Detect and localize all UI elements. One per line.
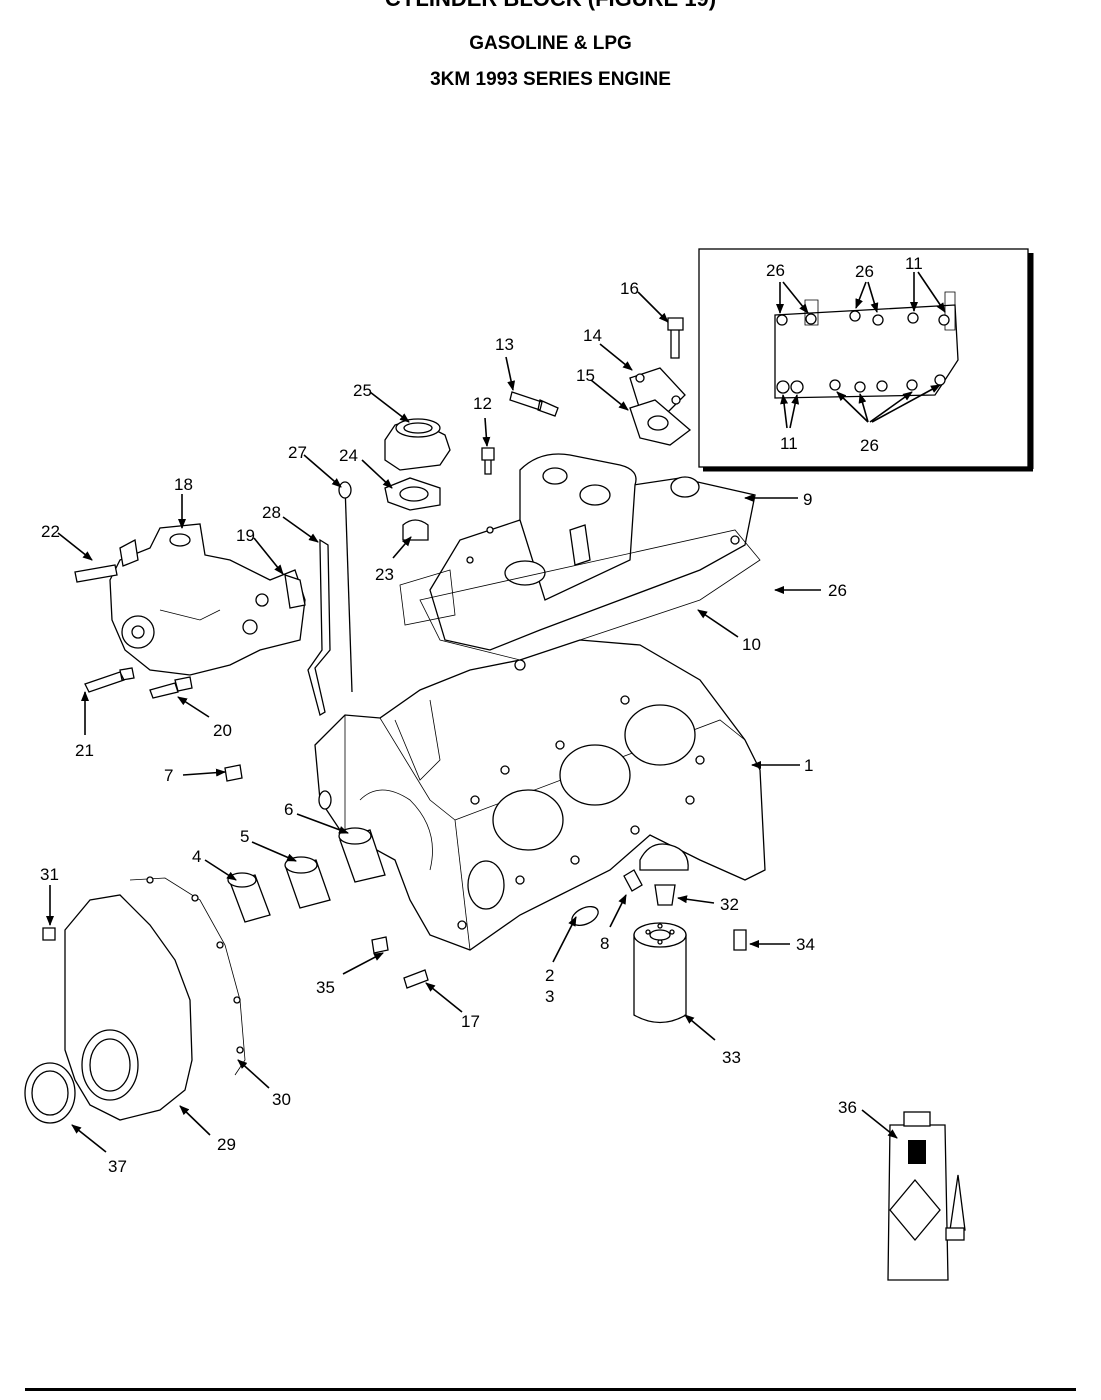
stud-20	[149, 676, 193, 699]
bolt-16	[667, 317, 684, 359]
engine-series-subtitle: 3KM 1993 SERIES ENGINE	[430, 69, 671, 90]
callout-7: 7	[164, 766, 173, 785]
callout-37: 37	[108, 1157, 127, 1176]
bolt-12	[481, 447, 495, 475]
thermostat	[402, 519, 429, 541]
head-gasket	[419, 529, 761, 661]
callout-1: 1	[804, 756, 813, 775]
bolt-22	[74, 564, 118, 583]
callout-25: 25	[353, 381, 372, 400]
plug-7	[224, 764, 243, 782]
timing-cover	[64, 894, 193, 1121]
oil-filter-fitting	[654, 884, 676, 906]
callout-5: 5	[240, 827, 249, 846]
callout-27: 27	[288, 443, 307, 462]
callout-labels: 1 2 3 4 5 6 7 8 9 10 11 11 12 13 14 15 1…	[40, 254, 923, 1176]
cylinder-block	[314, 639, 766, 951]
cylinder-bore-3	[624, 704, 696, 766]
callout-6: 6	[284, 800, 293, 819]
fuel-type-subtitle: GASOLINE & LPG	[469, 33, 632, 54]
bolt-pattern-inset	[698, 248, 1034, 472]
callout-17: 17	[461, 1012, 480, 1031]
callout-8: 8	[600, 934, 609, 953]
stud-13	[509, 391, 559, 417]
inset-bolt-holes	[776, 310, 950, 394]
callout-18: 18	[174, 475, 193, 494]
stud-21	[84, 667, 135, 693]
plug-34	[733, 929, 747, 951]
callout-13: 13	[495, 335, 514, 354]
cylinder-bore-2	[559, 744, 631, 806]
callout-14: 14	[583, 326, 602, 345]
callout-20: 20	[213, 721, 232, 740]
callout-28: 28	[262, 503, 281, 522]
callout-31: 31	[40, 865, 59, 884]
cylinder-bore-1	[492, 789, 564, 851]
callout-leaders	[46, 291, 898, 1153]
callout-22: 22	[41, 522, 60, 541]
callout-16: 16	[620, 279, 639, 298]
sealant-tube	[887, 1111, 966, 1281]
oil-filter-assembly	[633, 843, 689, 1024]
callout-9: 9	[803, 490, 812, 509]
dipstick	[344, 484, 353, 693]
dowel-pin-17	[403, 969, 429, 989]
timing-cover-gasket	[129, 877, 246, 1076]
callout-35: 35	[316, 978, 335, 997]
callout-11-bottom: 11	[780, 434, 798, 453]
callout-24: 24	[339, 446, 358, 465]
callout-2: 2	[545, 966, 554, 985]
callout-26: 26	[828, 581, 847, 600]
water-pump	[109, 523, 306, 676]
page-bottom-rule	[25, 1388, 1076, 1391]
plug-8	[623, 869, 643, 892]
callout-10: 10	[742, 635, 761, 654]
gasket-plug	[571, 905, 599, 927]
callout-26-inset-bottom: 26	[860, 436, 879, 455]
callout-15: 15	[576, 366, 595, 385]
callout-11-top: 11	[905, 254, 923, 273]
callout-36: 36	[838, 1098, 857, 1117]
callout-26-inset-left: 26	[766, 261, 785, 280]
callout-12: 12	[473, 394, 492, 413]
bolt-31	[42, 927, 56, 941]
callout-3: 3	[545, 987, 554, 1006]
callout-34: 34	[796, 935, 815, 954]
dipstick-tube	[307, 538, 331, 717]
callout-29: 29	[217, 1135, 236, 1154]
callout-21: 21	[75, 741, 94, 760]
callout-30: 30	[272, 1090, 291, 1109]
oil-filter-canister	[633, 934, 687, 1024]
plug-35	[371, 936, 389, 954]
callout-19: 19	[236, 526, 255, 545]
figure-title: CYLINDER BLOCK (FIGURE 19)	[0, 0, 1101, 12]
callout-26-inset-mid: 26	[855, 262, 874, 281]
cylinder-head	[399, 453, 756, 671]
pump-gasket-19	[284, 574, 306, 609]
callout-32: 32	[720, 895, 739, 914]
callout-4: 4	[192, 847, 201, 866]
callout-23: 23	[375, 565, 394, 584]
callout-33: 33	[722, 1048, 741, 1067]
